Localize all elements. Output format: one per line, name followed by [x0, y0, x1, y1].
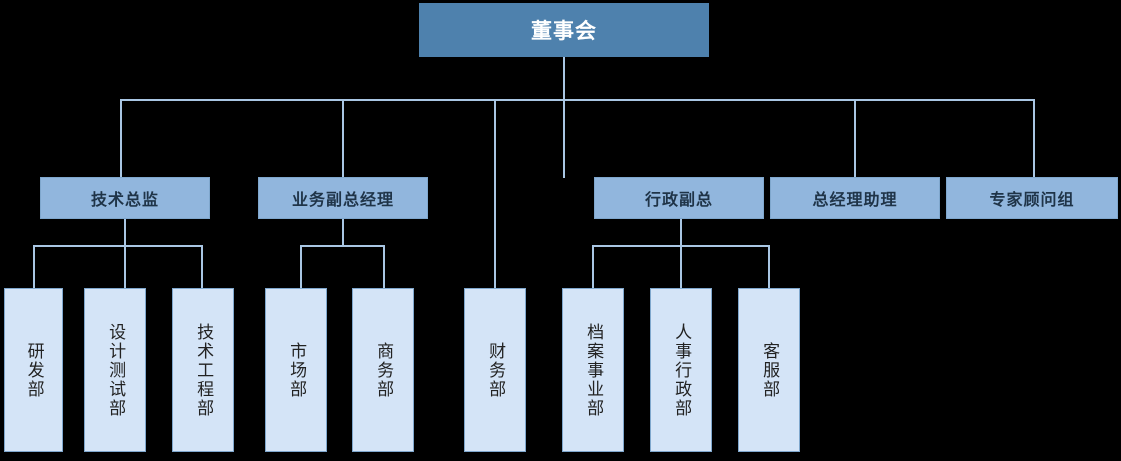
connector-drop-archive-dept	[592, 245, 594, 289]
connector-stem-tech-director	[124, 219, 126, 246]
node-service-dept[interactable]: 客服部	[738, 288, 800, 452]
node-expert-group-label: 专家顾问组	[989, 192, 1075, 209]
connector-drop-tech-eng-dept	[201, 245, 203, 289]
connector-level2-bus	[120, 99, 1035, 101]
connector-stem-business-vp	[342, 219, 344, 246]
node-market-dept[interactable]: 市场部	[265, 288, 327, 452]
connector-drop-expert-group	[1033, 99, 1035, 178]
node-admin-vp[interactable]: 行政副总	[594, 177, 764, 219]
connector-drop-rd-dept	[33, 245, 35, 289]
connector-drop-design-test-dept	[124, 245, 126, 289]
node-expert-group[interactable]: 专家顾问组	[946, 177, 1118, 219]
node-business-vp[interactable]: 业务副总经理	[258, 177, 428, 219]
connector-drop-market-dept	[300, 245, 302, 289]
node-admin-vp-label: 行政副总	[644, 192, 713, 209]
node-finance-dept-label: 财务部	[486, 341, 506, 399]
connector-drop-tech-director	[120, 99, 122, 178]
node-tech-director[interactable]: 技术总监	[40, 177, 210, 219]
node-archive-dept-label: 档案事业部	[584, 322, 604, 418]
connector-drop-service-dept	[768, 245, 770, 289]
node-tech-director-label: 技术总监	[90, 192, 159, 209]
node-design-test-dept[interactable]: 设计测试部	[84, 288, 146, 452]
connector-bus-tech-director	[33, 245, 203, 247]
node-hr-admin-dept-label: 人事行政部	[672, 322, 692, 418]
connector-bus-business-vp	[300, 245, 385, 247]
node-tech-eng-dept[interactable]: 技术工程部	[172, 288, 234, 452]
node-commerce-dept-label: 商务部	[374, 341, 394, 399]
node-rd-dept[interactable]: 研发部	[4, 288, 63, 452]
connector-drop-commerce-dept	[383, 245, 385, 289]
node-hr-admin-dept[interactable]: 人事行政部	[650, 288, 712, 452]
connector-stem-admin-vp	[680, 219, 682, 246]
node-gm-assistant[interactable]: 总经理助理	[770, 177, 940, 219]
node-finance-dept[interactable]: 财务部	[464, 288, 526, 452]
node-commerce-dept[interactable]: 商务部	[352, 288, 414, 452]
node-business-vp-label: 业务副总经理	[291, 192, 394, 209]
node-gm-assistant-label: 总经理助理	[812, 192, 898, 209]
node-service-dept-label: 客服部	[760, 341, 780, 399]
connector-drop-gm-assistant	[854, 99, 856, 178]
connector-drop-admin-vp	[563, 99, 565, 178]
node-market-dept-label: 市场部	[287, 341, 307, 399]
node-tech-eng-dept-label: 技术工程部	[194, 322, 214, 418]
connector-drop-hr-admin-dept	[680, 245, 682, 289]
node-archive-dept[interactable]: 档案事业部	[562, 288, 624, 452]
node-design-test-dept-label: 设计测试部	[106, 322, 126, 418]
node-board[interactable]: 董事会	[419, 3, 709, 57]
node-rd-dept-label: 研发部	[24, 341, 44, 399]
connector-drop-finance-dept	[494, 99, 496, 289]
node-board-label: 董事会	[531, 20, 597, 43]
connector-drop-business-vp	[342, 99, 344, 178]
connector-root-stem	[563, 57, 565, 100]
